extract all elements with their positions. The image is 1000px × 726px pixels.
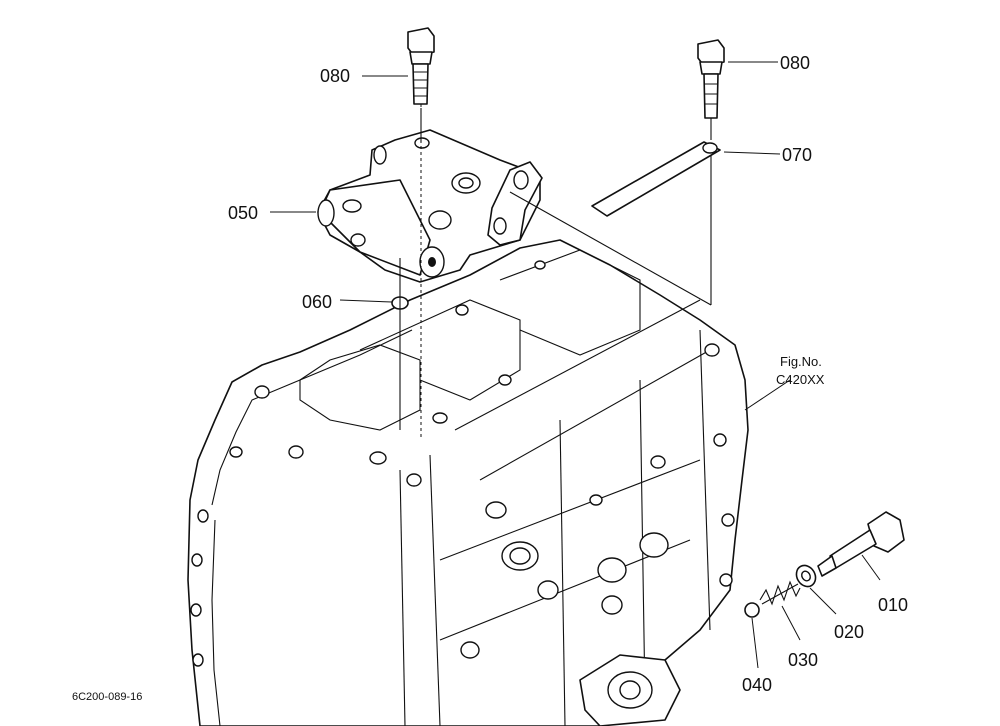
case-bolt-holes bbox=[190, 260, 735, 667]
valve-assembly-050 bbox=[317, 129, 543, 283]
callout-020: 020 bbox=[834, 622, 864, 642]
callout-030: 030 bbox=[788, 650, 818, 670]
figure-number-label: Fig.No. bbox=[780, 354, 822, 369]
callout-050: 050 bbox=[228, 203, 258, 223]
bolt-080-left bbox=[407, 27, 435, 105]
plate-070 bbox=[591, 141, 721, 217]
drawing-code: 6C200-089-16 bbox=[72, 691, 142, 703]
spring-030 bbox=[759, 580, 801, 606]
callout-040: 040 bbox=[742, 675, 772, 695]
callout-080-right: 080 bbox=[780, 53, 810, 73]
ball-040 bbox=[744, 602, 760, 618]
alignment-lines bbox=[399, 104, 712, 440]
callout-010: 010 bbox=[878, 595, 908, 615]
callout-080-left: 080 bbox=[320, 66, 350, 86]
callout-leaders bbox=[270, 61, 881, 669]
bolt-080-right bbox=[697, 39, 725, 119]
callout-060: 060 bbox=[302, 292, 332, 312]
plug-010 bbox=[817, 511, 905, 577]
transmission-case bbox=[187, 239, 749, 726]
callout-070: 070 bbox=[782, 145, 812, 165]
figure-number-code: C420XX bbox=[776, 372, 825, 387]
washer-020 bbox=[795, 564, 817, 588]
